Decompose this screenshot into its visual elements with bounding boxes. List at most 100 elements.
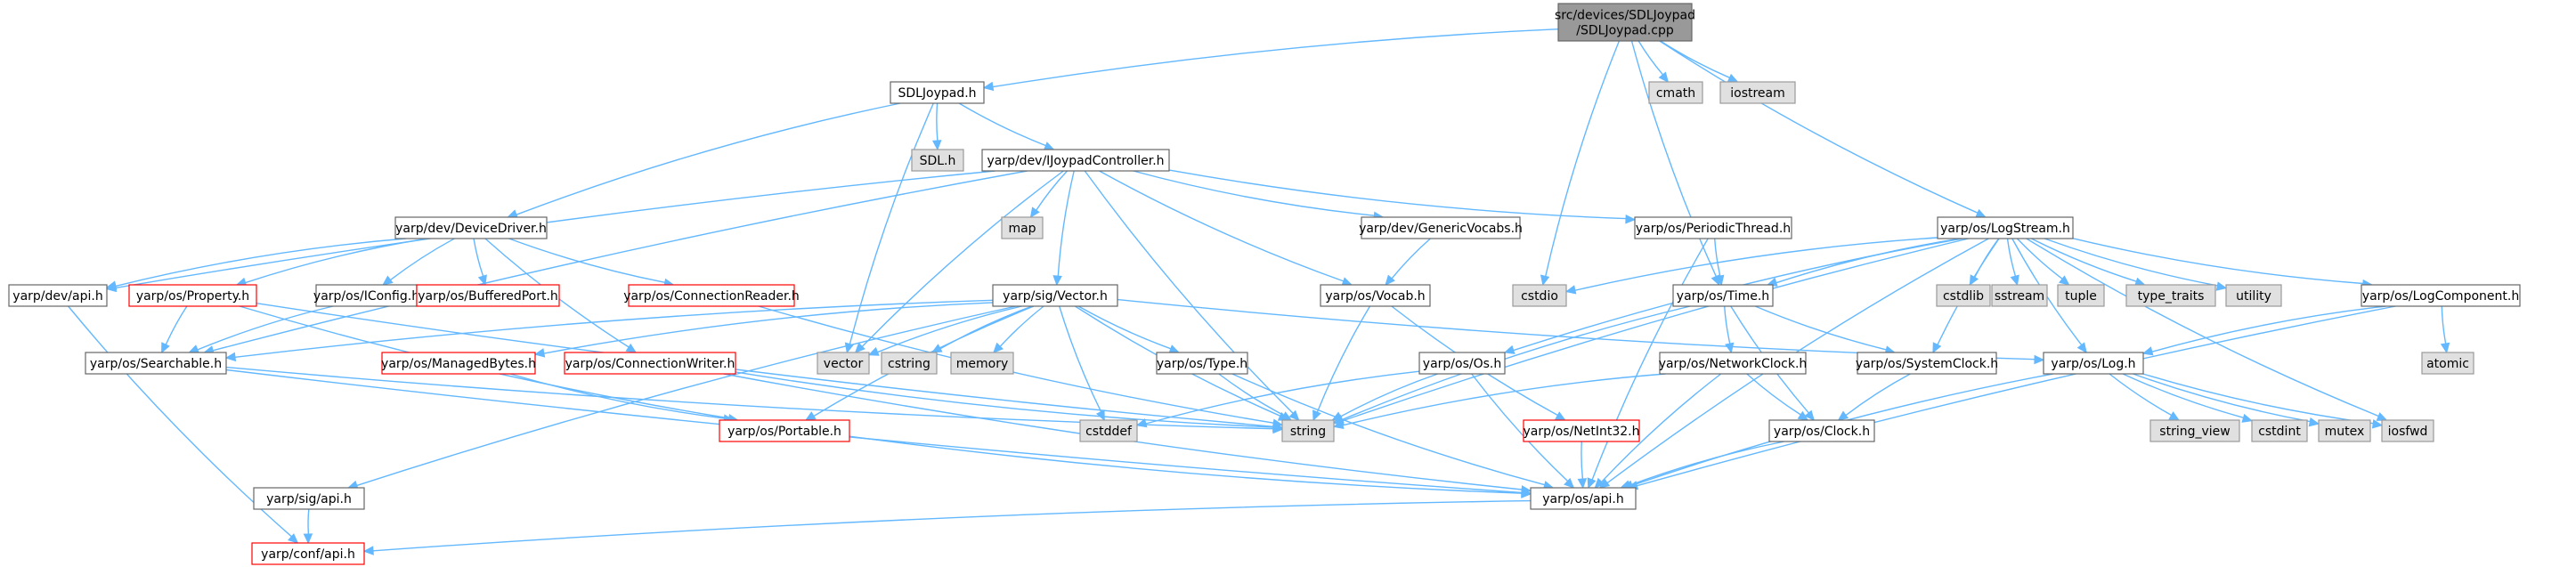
node-portable[interactable]: yarp/os/Portable.h xyxy=(719,419,850,442)
edge-os_api-to-conf_api xyxy=(362,499,1532,555)
node-type[interactable]: yarp/os/Type.h xyxy=(1156,352,1248,375)
node-box xyxy=(1857,352,1997,375)
node-box xyxy=(315,284,418,307)
node-vocab[interactable]: yarp/os/Vocab.h xyxy=(1320,284,1431,307)
node-systemclock[interactable]: yarp/os/SystemClock.h xyxy=(1856,352,1998,375)
node-cstdio: cstdio xyxy=(1512,284,1567,307)
node-box xyxy=(1523,419,1640,442)
node-cmath: cmath xyxy=(1648,81,1703,104)
node-logstream[interactable]: yarp/os/LogStream.h xyxy=(1937,216,2074,239)
node-box xyxy=(8,284,108,307)
node-label: yarp/sig/Vector.h xyxy=(1003,289,1108,304)
node-sigvector[interactable]: yarp/sig/Vector.h xyxy=(992,284,1118,307)
edge-sigvector-to-searchable xyxy=(224,299,994,362)
node-conf-api[interactable]: yarp/conf/api.h xyxy=(251,542,365,565)
node-box xyxy=(817,352,870,375)
node-box xyxy=(2318,419,2371,442)
edge-logstream-to-cstdio xyxy=(1564,237,1938,295)
node-label: tuple xyxy=(2065,289,2097,304)
edge-logstream-to-logcomponent xyxy=(2072,238,2374,289)
node-label: yarp/os/Property.h xyxy=(136,289,249,304)
node-tuple: tuple xyxy=(2057,284,2105,307)
node-managedbytes[interactable]: yarp/os/ManagedBytes.h xyxy=(381,352,536,375)
node-genericvocabs[interactable]: yarp/dev/GenericVocabs.h xyxy=(1359,216,1523,239)
node-root[interactable]: src/devices/SDLJoypad/SDLJoypad.cpp xyxy=(1555,3,1695,42)
edge-property-to-searchable xyxy=(161,305,188,354)
node-periodicthread[interactable]: yarp/os/PeriodicThread.h xyxy=(1634,216,1792,239)
node-box xyxy=(1361,216,1521,239)
node-devicedriver[interactable]: yarp/dev/DeviceDriver.h xyxy=(394,216,548,239)
edge-networkclock-to-clock xyxy=(1746,373,1809,421)
node-time[interactable]: yarp/os/Time.h xyxy=(1672,284,1774,307)
node-property[interactable]: yarp/os/Property.h xyxy=(128,284,257,307)
node-sdl-h: SDL.h xyxy=(911,149,964,172)
edge-logstream-to-tuple xyxy=(2016,238,2070,286)
edge-periodicthread-to-os_api xyxy=(1587,238,1709,490)
node-box xyxy=(253,487,365,510)
node-map: map xyxy=(1001,216,1044,239)
node-mutex: mutex xyxy=(2318,419,2371,442)
node-networkclock[interactable]: yarp/os/NetworkClock.h xyxy=(1659,352,1808,375)
node-cstdint: cstdint xyxy=(2251,419,2308,442)
node-label: yarp/os/SystemClock.h xyxy=(1856,357,1998,371)
node-label: atomic xyxy=(2426,357,2469,371)
node-label: type_traits xyxy=(2138,289,2205,304)
node-ijoypad[interactable]: yarp/dev/IJoypadController.h xyxy=(981,149,1170,172)
node-iostream: iostream xyxy=(1719,81,1796,104)
node-sdljoypad-h[interactable]: SDLJoypad.h xyxy=(890,81,985,104)
edge-portable-to-os_api xyxy=(849,435,1532,498)
edge-devicedriver-to-dev_api xyxy=(105,238,406,290)
node-string: string xyxy=(1281,419,1335,442)
node-logcomponent[interactable]: yarp/os/LogComponent.h xyxy=(2361,284,2521,307)
node-label: yarp/os/PeriodicThread.h xyxy=(1636,222,1791,236)
node-label: iosfwd xyxy=(2388,425,2428,439)
node-label: cstring xyxy=(888,357,930,371)
edge-devicedriver-to-bufferedport xyxy=(473,238,487,287)
node-label: cstdio xyxy=(1521,289,1558,304)
node-box xyxy=(1001,216,1044,239)
edge-genericvocabs-to-vocab xyxy=(1385,238,1431,286)
edge-sdljoypad_h-to-sdl_h xyxy=(931,102,942,151)
node-box xyxy=(1936,284,1991,307)
node-box xyxy=(1768,419,1875,442)
node-box xyxy=(1557,3,1693,42)
node-cstring: cstring xyxy=(881,352,938,375)
edge-ijoypad-to-periodicthread xyxy=(1168,169,1637,224)
node-label: yarp/os/Log.h xyxy=(2051,357,2135,371)
node-bufferedport[interactable]: yarp/os/BufferedPort.h xyxy=(416,284,560,307)
node-utility: utility xyxy=(2225,284,2282,307)
node-connwriter[interactable]: yarp/os/ConnectionWriter.h xyxy=(564,352,736,375)
node-label: mutex xyxy=(2325,425,2365,439)
node-connreader[interactable]: yarp/os/ConnectionReader.h xyxy=(623,284,800,307)
node-sig-api[interactable]: yarp/sig/api.h xyxy=(253,487,365,510)
node-label: yarp/os/Vocab.h xyxy=(1325,289,1425,304)
node-label: yarp/os/ConnectionReader.h xyxy=(623,289,800,304)
edge-networkclock-to-string xyxy=(1332,373,1666,430)
node-label: yarp/dev/GenericVocabs.h xyxy=(1359,222,1523,236)
node-label: yarp/os/LogStream.h xyxy=(1940,222,2070,236)
node-os-h[interactable]: yarp/os/Os.h xyxy=(1418,352,1506,375)
node-box xyxy=(251,542,365,565)
node-dev-api[interactable]: yarp/dev/api.h xyxy=(8,284,108,307)
node-box xyxy=(1079,419,1138,442)
node-label: sstream xyxy=(1995,289,2044,304)
edge-sdljoypad_h-to-vector xyxy=(844,102,934,354)
node-box xyxy=(85,352,227,375)
node-log[interactable]: yarp/os/Log.h xyxy=(2043,352,2144,375)
edge-ijoypad-to-sigvector xyxy=(1052,170,1075,287)
edge-os_h-to-string xyxy=(1331,373,1438,421)
node-clock[interactable]: yarp/os/Clock.h xyxy=(1768,419,1875,442)
edge-ijoypad-to-vector xyxy=(854,170,1064,353)
node-label: cstdlib xyxy=(1943,289,1984,304)
node-box xyxy=(2251,419,2308,442)
node-box xyxy=(992,284,1118,307)
node-box xyxy=(416,284,560,307)
node-os-api[interactable]: yarp/os/api.h xyxy=(1530,487,1637,510)
edge-ijoypad-to-searchable xyxy=(203,170,1028,355)
node-box xyxy=(950,352,1014,375)
node-netint32[interactable]: yarp/os/NetInt32.h xyxy=(1523,419,1640,442)
node-iconfig[interactable]: yarp/os/IConfig.h xyxy=(313,284,419,307)
edge-sig_api-to-conf_api xyxy=(303,508,313,545)
node-searchable[interactable]: yarp/os/Searchable.h xyxy=(85,352,227,375)
edge-ijoypad-to-map xyxy=(1029,170,1069,218)
